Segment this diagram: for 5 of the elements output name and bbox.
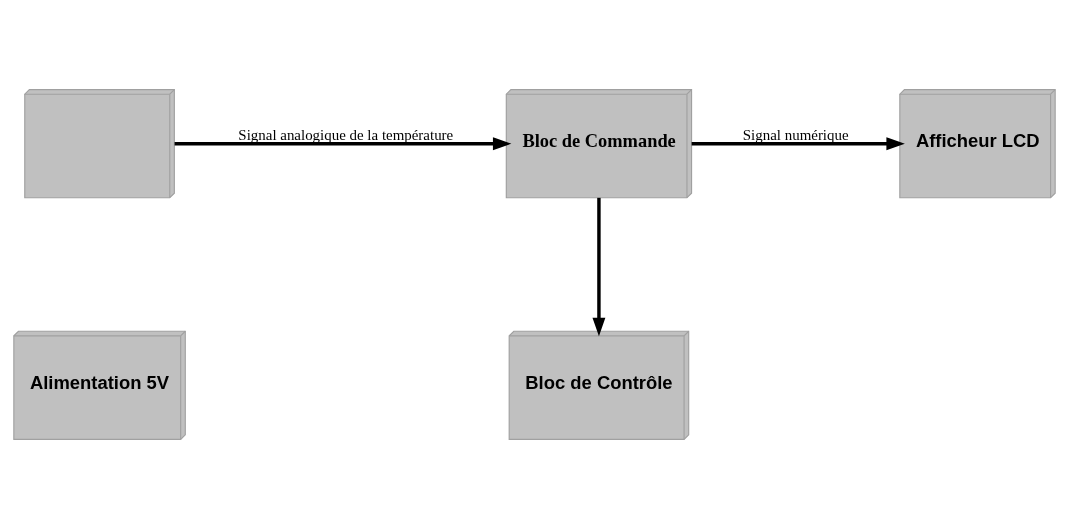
edge-label: Signal numérique [742,126,849,143]
arrow [174,137,512,151]
arrow [691,137,905,151]
edge-label: Signal analogique de la température [238,126,454,143]
arrow [592,197,606,337]
